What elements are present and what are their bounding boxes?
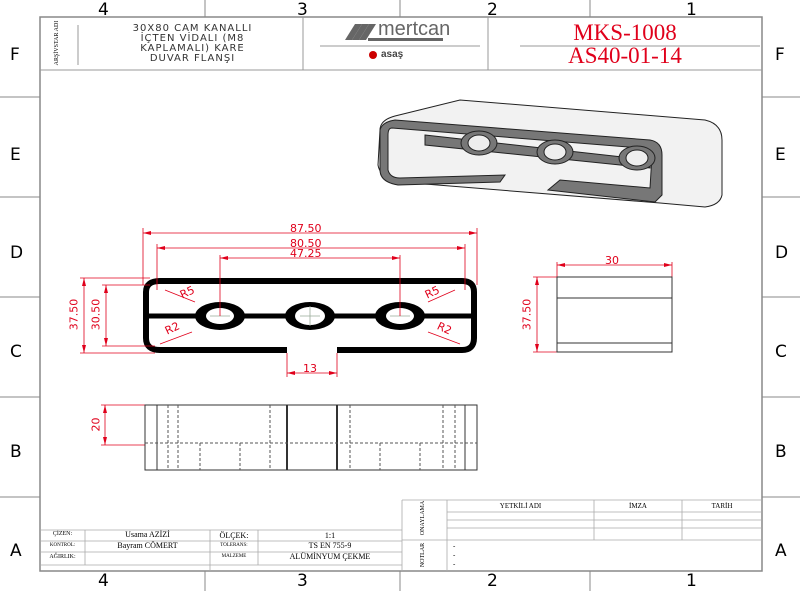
ruler-row-a-right: A [775,541,787,561]
approval-header-signature: İMZA [629,502,647,510]
ruler-row-d-right: D [775,243,789,263]
asas-logo-mark [369,51,377,59]
tolerance-label: TOLERANS: [220,543,248,548]
dim-bottom-height: 20 [89,417,103,432]
note-item: - [453,560,456,568]
dim-slot-width: 13 [303,362,317,375]
dim-overall-width: 87.50 [290,222,322,235]
drawn-label: ÇİZEN: [52,531,73,537]
ruler-col-4-bottom: 4 [98,571,109,591]
approval-header-date: TARİH [711,502,733,510]
ruler-col-4-top: 4 [98,0,109,20]
dim-side-width: 30 [605,254,619,267]
ruler-col-1-bottom: 1 [686,571,697,591]
ruler-row-c-right: C [775,342,787,362]
ruler-row-b-right: B [775,442,787,462]
material-value: ALÜMİNYUM ÇEKME [289,552,371,561]
part-name-line: 30X80 CAM KANALLI [132,23,253,34]
part-name-line: İÇTEN VİDALI (M8 [140,33,245,44]
part-name-line: DUVAR FLANŞI [149,53,236,64]
ruler-row-d-left: D [10,243,24,263]
bottom-view [144,404,478,471]
dim-side-height: 37.50 [520,298,534,331]
tolerance-value: TS EN 755-9 [308,541,352,550]
scale-label: ÖLÇEK: [219,531,249,540]
ruler-col-2-top: 2 [487,0,498,20]
ruler-col-3-bottom: 3 [297,571,308,591]
ruler-row-a-left: A [10,541,22,561]
dimension-arrows [82,231,672,445]
note-item: - [453,542,456,550]
drawn-value: Usama AZİZİ [125,530,170,539]
title-block-lines [40,17,762,71]
isometric-view [377,99,723,208]
dim-inner-height: 30.50 [89,298,103,331]
ruler-row-e-left: E [10,145,21,165]
mertcan-logo: mertcan [378,18,451,40]
notes-label: NOTLAR [420,542,426,568]
sheet-border [39,16,763,572]
approval-header-name: YETKİLİ ADI [499,502,542,510]
ruler-col-2-bottom: 2 [487,571,498,591]
weight-label: AĞIRLIK: [49,554,76,560]
ruler-row-e-right: E [775,145,786,165]
part-name-line: KAPLAMALI) KARE [140,43,245,54]
ruler-col-1-top: 1 [686,0,697,20]
archive-label: ARŞİVSTAR ADI [54,20,60,66]
asas-logo: asaş [381,49,404,60]
part-name: 30X80 CAM KANALLI İÇTEN VİDALI (M8 KAPLA… [85,24,300,64]
ruler-col-3-top: 3 [297,0,308,20]
product-code: MKS-1008 [573,20,677,45]
mertcan-logo-stripes [345,24,443,41]
side-view [556,276,673,353]
ruler-row-f-right: F [775,45,785,65]
dim-outer-height: 37.50 [67,298,81,331]
article-code: AS40-01-14 [568,43,682,68]
dim-inner-width: 80.50 [290,237,322,250]
note-item: - [453,551,456,559]
info-table-lines [40,499,762,571]
control-value: Bayram CÖMERT [117,541,178,550]
ruler-row-c-left: C [10,342,22,362]
ruler-row-f-left: F [10,45,20,65]
ruler-row-b-left: B [10,442,22,462]
dim-hole-spacing: 47.25 [290,247,322,260]
material-label: MALZEME [221,554,247,559]
scale-value: 1:1 [324,531,336,540]
control-label: KONTROL: [49,543,76,548]
